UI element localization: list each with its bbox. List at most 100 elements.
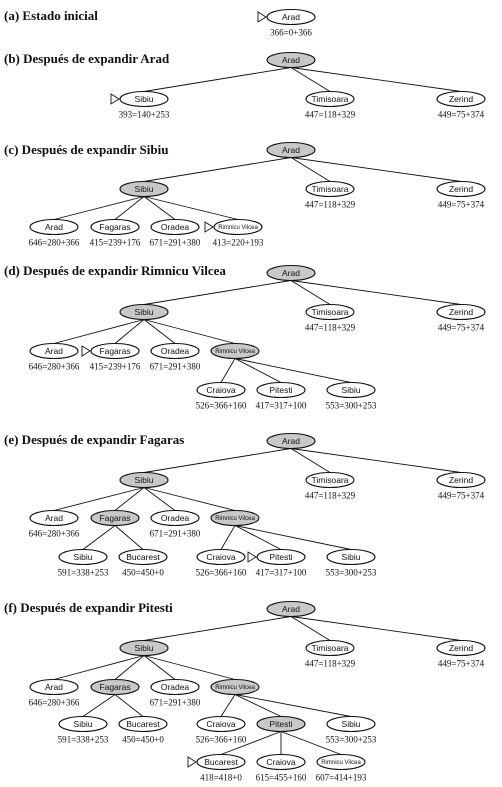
panel-e: (e) Después de expandir Fagaras AradSibi… xyxy=(4,432,486,578)
node-label: Fagaras xyxy=(99,682,130,692)
tree-edge xyxy=(220,358,236,383)
tree-edge xyxy=(234,358,352,383)
tree-node-rimnicu: Rimnicu Vilcea 413=220+193 xyxy=(204,218,264,248)
node-f-value: 450=450+0 xyxy=(122,735,164,745)
node-ellipse xyxy=(90,678,140,696)
node-label: Timisoara xyxy=(312,643,349,653)
node-ellipse xyxy=(436,90,486,108)
node-ellipse xyxy=(256,715,306,733)
node-f-value: 671=291+380 xyxy=(150,362,201,372)
tree-edge xyxy=(82,525,116,550)
tree-node-arad: Arad xyxy=(266,600,316,618)
node-ellipse xyxy=(210,342,260,360)
node-label: Timisoara xyxy=(312,307,349,317)
node-ellipse xyxy=(305,639,355,657)
node-ellipse xyxy=(316,753,366,771)
node-ellipse xyxy=(305,471,355,489)
node-f-value: 447=118+329 xyxy=(305,659,356,669)
tree-edge xyxy=(290,448,331,473)
node-ellipse xyxy=(436,303,486,321)
node-ellipse xyxy=(256,753,306,771)
node-ellipse xyxy=(305,303,355,321)
node-label: Sibiu xyxy=(135,475,154,485)
node-label: Sibiu xyxy=(135,643,154,653)
node-label: Craiova xyxy=(266,757,296,767)
node-f-value: 413=220+193 xyxy=(213,238,264,248)
node-ellipse xyxy=(213,218,263,236)
node-f-value: 449=75+374 xyxy=(438,200,485,210)
node-ellipse xyxy=(58,548,108,566)
node-f-value: 671=291+380 xyxy=(150,529,201,539)
tree-edge xyxy=(82,694,116,717)
node-ellipse xyxy=(90,509,140,527)
tree-edge xyxy=(290,67,331,92)
node-label: Timisoara xyxy=(312,184,349,194)
tree-edge xyxy=(290,616,462,641)
tree-edge xyxy=(53,487,145,511)
node-label: Timisoara xyxy=(312,94,349,104)
node-label: Bucarest xyxy=(126,719,160,729)
node-ellipse xyxy=(266,600,316,618)
node-ellipse xyxy=(436,639,486,657)
node-f-value: 553=300+253 xyxy=(326,568,377,578)
node-f-value: 415=239+176 xyxy=(90,362,141,372)
tree-edge xyxy=(143,616,292,641)
tree-edge xyxy=(143,196,176,220)
node-label: Arad xyxy=(45,346,63,356)
tree-edge xyxy=(143,487,236,511)
node-label: Sibiu xyxy=(74,552,93,562)
node-label: Rimnicu Vilcea xyxy=(218,225,258,231)
node-label: Craiova xyxy=(206,552,236,562)
tree-edge xyxy=(53,655,145,680)
node-f-value: 646=280+366 xyxy=(29,698,80,708)
node-ellipse xyxy=(256,381,306,399)
node-label: Pitesti xyxy=(269,719,292,729)
node-f-value: 591=338+253 xyxy=(58,568,109,578)
node-label: Pitesti xyxy=(269,552,292,562)
tree-edge xyxy=(53,196,145,220)
node-f-value: 447=118+329 xyxy=(305,200,356,210)
node-label: Arad xyxy=(282,436,300,446)
tree-edge xyxy=(220,525,236,550)
node-f-value: 591=338+253 xyxy=(58,735,109,745)
tree-edge xyxy=(53,319,145,344)
node-label: Rimnicu Vilcea xyxy=(215,349,255,355)
node-label: Craiova xyxy=(206,385,236,395)
tree-node-arad: Arad xyxy=(266,264,316,282)
node-f-value: 615=455+160 xyxy=(256,773,307,783)
node-ellipse xyxy=(266,264,316,282)
node-ellipse xyxy=(119,180,169,198)
node-ellipse xyxy=(150,342,200,360)
node-ellipse xyxy=(196,715,246,733)
node-f-value: 646=280+366 xyxy=(29,529,80,539)
tree-edge xyxy=(290,67,462,92)
node-label: Arad xyxy=(282,145,300,155)
node-label: Pitesti xyxy=(269,385,292,395)
tree-edge xyxy=(143,319,236,344)
tree-node-arad: Arad xyxy=(266,432,316,450)
node-ellipse xyxy=(119,303,169,321)
node-ellipse xyxy=(29,678,79,696)
node-label: Rimnicu Vilcea xyxy=(215,516,255,522)
node-ellipse xyxy=(150,678,200,696)
tree-edge xyxy=(280,731,342,755)
node-label: Craiova xyxy=(206,719,236,729)
node-f-value: 553=300+253 xyxy=(326,735,377,745)
node-ellipse xyxy=(436,471,486,489)
tree-edge xyxy=(290,157,462,182)
node-label: Arad xyxy=(45,682,63,692)
node-f-value: 449=75+374 xyxy=(438,323,485,333)
